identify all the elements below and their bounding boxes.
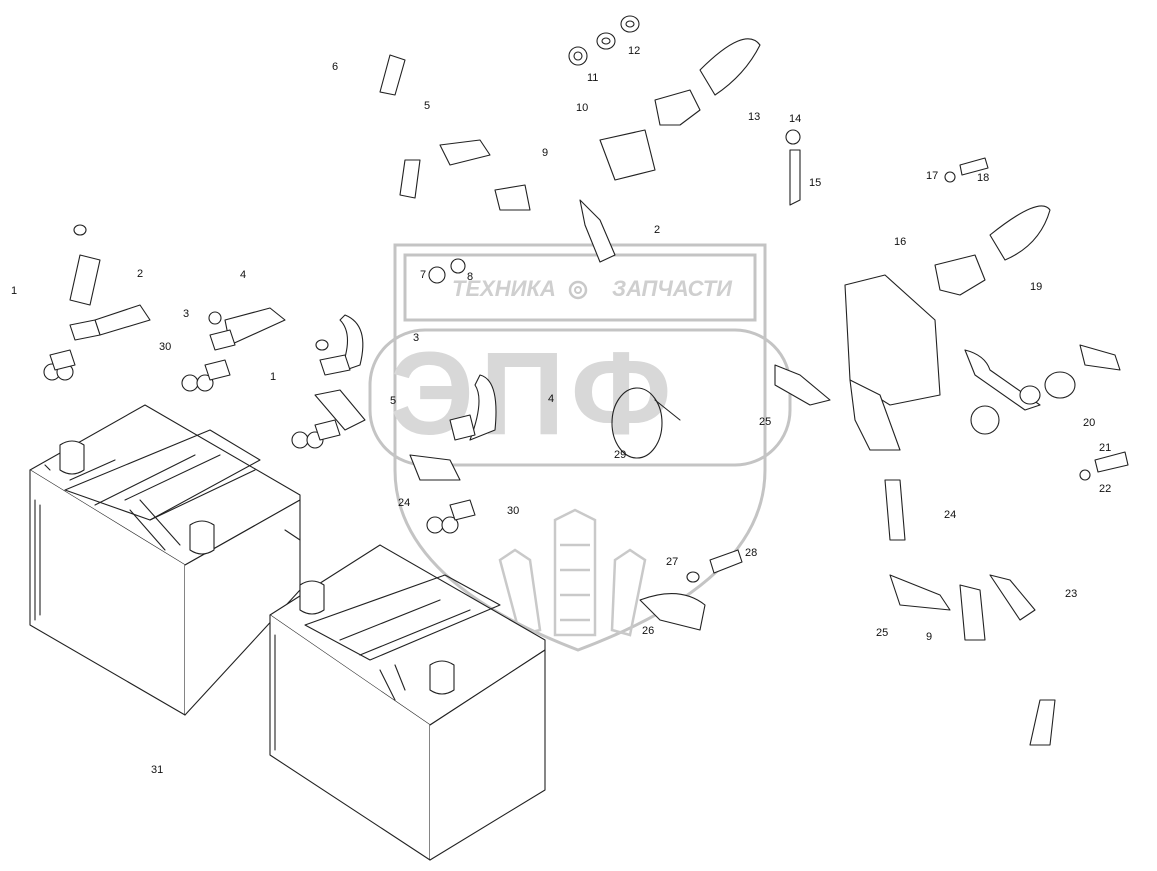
watermark-logo-letters: ЭПФ [390,328,678,460]
callout-4: 4 [548,393,555,405]
center-parts [409,258,743,631]
battery-left-drawing [29,404,301,716]
callout-10: 10 [576,102,589,114]
watermark-brand-right: ЗАПЧАСТИ [612,276,732,301]
callout-2: 2 [137,268,144,280]
callout-11: 11 [587,72,599,84]
watermark-brand-left: ТЕХНИКА [452,276,556,301]
callout-25: 25 [759,416,772,428]
cable-lugs-top [379,15,989,263]
callout-17: 17 [926,170,939,182]
callout-5: 5 [424,100,431,112]
callout-12: 12 [628,45,641,57]
callout-8: 8 [467,271,474,283]
callout-1: 1 [270,371,277,383]
callout-2: 2 [654,224,661,236]
callout-9: 9 [926,631,933,643]
callout-25: 25 [876,627,889,639]
callout-28: 28 [745,547,758,559]
callout-20: 20 [1083,417,1096,429]
callout-1: 1 [11,285,18,297]
callout-18: 18 [977,172,990,184]
callout-6: 6 [332,61,339,73]
callout-15: 15 [809,177,822,189]
battery-right-drawing [269,544,546,861]
callout-24: 24 [398,497,411,509]
callout-29: 29 [614,449,627,461]
callout-16: 16 [894,236,907,248]
callout-3: 3 [413,332,420,344]
callout-14: 14 [789,113,802,125]
callout-30: 30 [507,505,520,517]
callout-5: 5 [390,395,397,407]
callout-26: 26 [642,625,655,637]
callout-9: 9 [542,147,549,159]
callout-31: 31 [151,764,164,776]
callout-23: 23 [1065,588,1078,600]
callout-24: 24 [944,509,957,521]
callout-30: 30 [159,341,172,353]
cable-clamps-left [43,224,366,449]
callout-19: 19 [1030,281,1043,293]
callout-13: 13 [748,111,761,123]
callout-21: 21 [1099,442,1112,454]
callout-7: 7 [420,269,427,281]
callout-27: 27 [666,556,679,568]
callout-4: 4 [240,269,247,281]
switch-bracket-right [774,205,1129,746]
callout-3: 3 [183,308,190,320]
callout-22: 22 [1099,483,1112,495]
